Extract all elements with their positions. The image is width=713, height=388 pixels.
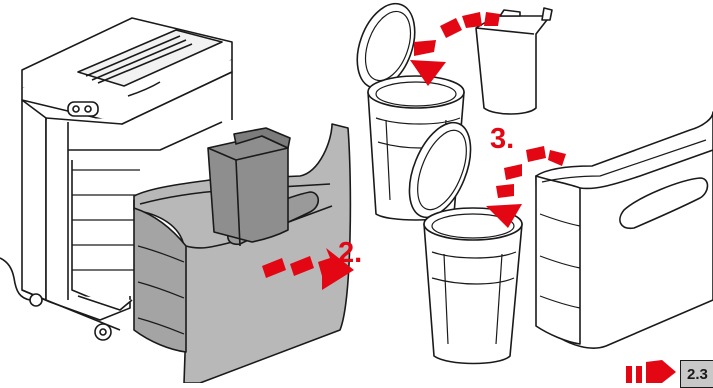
waste-container	[536, 112, 713, 348]
castor-wheel	[30, 294, 42, 306]
control-panel	[68, 102, 98, 116]
next-page-arrow	[626, 360, 676, 383]
page-reference: 2.3	[680, 360, 713, 388]
bin-insert	[208, 128, 290, 246]
step-label: 2.	[338, 237, 362, 269]
castor-wheel	[95, 324, 111, 340]
step-label: 3.	[490, 123, 514, 155]
waste-container-pulled	[134, 124, 350, 383]
